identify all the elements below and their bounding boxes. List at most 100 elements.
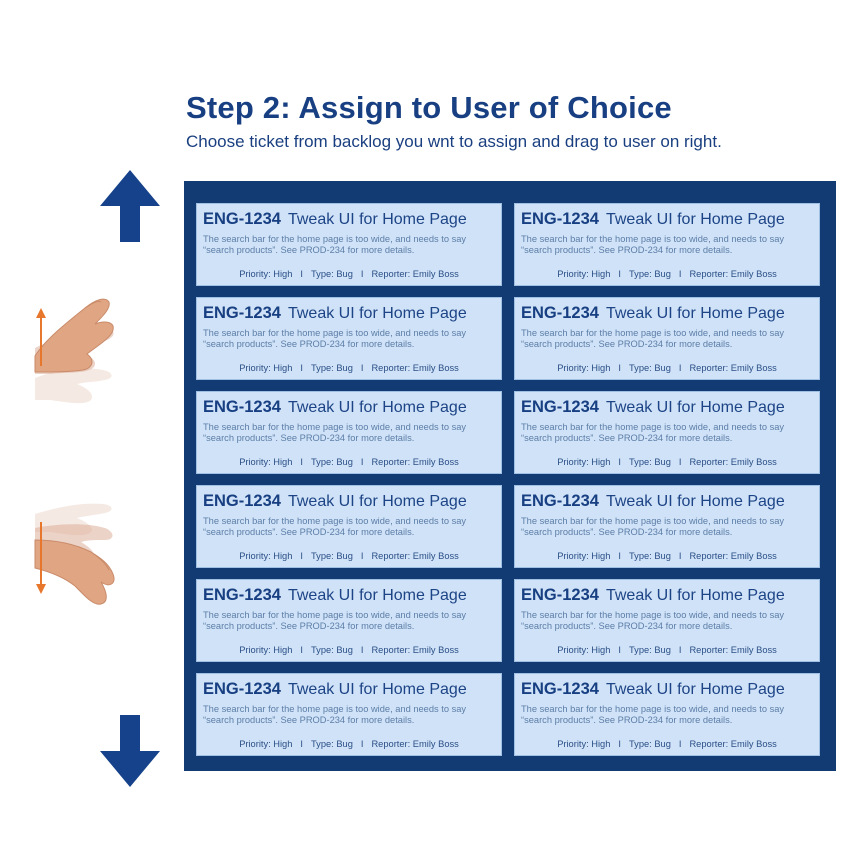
meta-separator: I xyxy=(678,739,682,749)
meta-separator: I xyxy=(360,739,364,749)
ticket-reporter: Reporter: Emily Boss xyxy=(689,457,777,467)
ticket-type: Type: Bug xyxy=(311,739,353,749)
meta-separator: I xyxy=(300,739,303,749)
ticket-description: The search bar for the home page is too … xyxy=(521,610,813,632)
ticket-title: Tweak UI for Home Page xyxy=(605,493,785,510)
ticket-reporter: Reporter: Emily Boss xyxy=(371,269,459,279)
ticket-title: Tweak UI for Home Page xyxy=(287,305,467,322)
ticket-id: ENG-1234 xyxy=(521,680,599,698)
ticket-reporter: Reporter: Emily Boss xyxy=(371,739,459,749)
ticket-description-line: “search products”. See PROD-234 for more… xyxy=(521,339,733,349)
arrow-up-icon[interactable] xyxy=(100,170,160,242)
ticket-description-line: “search products”. See PROD-234 for more… xyxy=(203,245,415,255)
ticket-description: The search bar for the home page is too … xyxy=(203,610,495,632)
page-title: Step 2: Assign to User of Choice xyxy=(186,90,672,125)
ticket-id: ENG-1234 xyxy=(203,210,281,228)
meta-separator: I xyxy=(360,269,364,279)
ticket-title: Tweak UI for Home Page xyxy=(287,399,467,416)
ticket-reporter: Reporter: Emily Boss xyxy=(689,739,777,749)
arrow-down-icon[interactable] xyxy=(100,715,160,787)
meta-separator: I xyxy=(300,551,303,561)
ticket-description: The search bar for the home page is too … xyxy=(203,704,495,726)
ticket-type: Type: Bug xyxy=(629,739,671,749)
ticket-description: The search bar for the home page is too … xyxy=(521,704,813,726)
ticket-reporter: Reporter: Emily Boss xyxy=(689,363,777,373)
ticket-description: The search bar for the home page is too … xyxy=(521,234,813,256)
ticket-title: Tweak UI for Home Page xyxy=(605,399,785,416)
meta-separator: I xyxy=(678,269,682,279)
ticket-priority: Priority: High xyxy=(557,739,611,749)
ticket-header: ENG-1234 Tweak UI for Home Page xyxy=(203,303,495,324)
meta-separator: I xyxy=(360,645,364,655)
meta-separator: I xyxy=(360,457,364,467)
meta-separator: I xyxy=(618,739,621,749)
ticket-id: ENG-1234 xyxy=(203,586,281,604)
ticket-title: Tweak UI for Home Page xyxy=(287,211,467,228)
ticket-description-line: “search products”. See PROD-234 for more… xyxy=(203,715,415,725)
meta-separator: I xyxy=(678,363,682,373)
ticket-description-line: “search products”. See PROD-234 for more… xyxy=(521,621,733,631)
ticket-id: ENG-1234 xyxy=(203,680,281,698)
ticket-id: ENG-1234 xyxy=(203,304,281,322)
ticket-type: Type: Bug xyxy=(311,551,353,561)
ticket-type: Type: Bug xyxy=(311,363,353,373)
ticket-description-line: “search products”. See PROD-234 for more… xyxy=(521,527,733,537)
ticket-description-line: “search products”. See PROD-234 for more… xyxy=(203,527,415,537)
ticket-priority: Priority: High xyxy=(557,269,611,279)
ticket-type: Type: Bug xyxy=(311,457,353,467)
ticket-reporter: Reporter: Emily Boss xyxy=(371,551,459,561)
ticket-description-line: The search bar for the home page is too … xyxy=(203,234,467,244)
ticket-description: The search bar for the home page is too … xyxy=(203,328,495,350)
hand-swipe-up-icon xyxy=(34,298,114,404)
ticket-description-line: The search bar for the home page is too … xyxy=(521,610,785,620)
ticket-title: Tweak UI for Home Page xyxy=(287,681,467,698)
ticket-description: The search bar for the home page is too … xyxy=(203,422,495,444)
meta-separator: I xyxy=(360,363,364,373)
ticket-id: ENG-1234 xyxy=(203,492,281,510)
ticket-id: ENG-1234 xyxy=(203,398,281,416)
ticket-title: Tweak UI for Home Page xyxy=(605,305,785,322)
meta-separator: I xyxy=(300,645,303,655)
meta-separator: I xyxy=(618,457,621,467)
meta-separator: I xyxy=(678,645,682,655)
ticket-priority: Priority: High xyxy=(557,645,611,655)
ticket-header: ENG-1234 Tweak UI for Home Page xyxy=(203,209,495,230)
ticket-id: ENG-1234 xyxy=(521,210,599,228)
ticket-id: ENG-1234 xyxy=(521,586,599,604)
meta-separator: I xyxy=(678,457,682,467)
ticket-description-line: “search products”. See PROD-234 for more… xyxy=(203,433,415,443)
ticket-priority: Priority: High xyxy=(239,645,293,655)
ticket-priority: Priority: High xyxy=(557,457,611,467)
ticket-priority: Priority: High xyxy=(239,363,293,373)
ticket-header: ENG-1234 Tweak UI for Home Page xyxy=(203,397,495,418)
ticket-description-line: The search bar for the home page is too … xyxy=(521,234,785,244)
ticket-type: Type: Bug xyxy=(629,457,671,467)
meta-separator: I xyxy=(618,269,621,279)
ticket-title: Tweak UI for Home Page xyxy=(605,681,785,698)
ticket-header: ENG-1234 Tweak UI for Home Page xyxy=(203,679,495,700)
ticket-description: The search bar for the home page is too … xyxy=(521,516,813,538)
page-subtitle: Choose ticket from backlog you wnt to as… xyxy=(186,132,722,151)
meta-separator: I xyxy=(618,363,621,373)
